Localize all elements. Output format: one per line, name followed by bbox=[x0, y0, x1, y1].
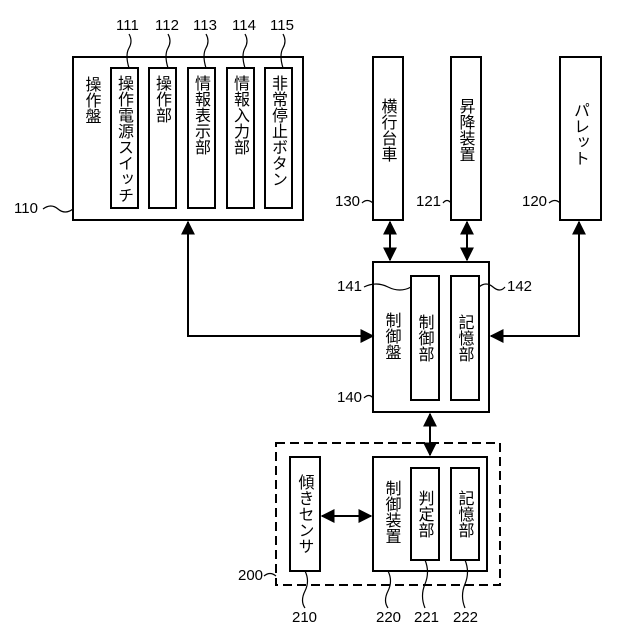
ref-112: 112 bbox=[155, 17, 179, 34]
leader-112 bbox=[166, 34, 170, 68]
emergency-stop-label: 非常停止ボタン bbox=[269, 75, 288, 187]
cd-judge-unit-label: 判定部 bbox=[416, 490, 435, 538]
leader-121 bbox=[443, 201, 451, 204]
leader-130 bbox=[362, 201, 373, 204]
ref-210: 210 bbox=[292, 609, 317, 626]
power-switch-label: 操作電源スイッチ bbox=[115, 75, 134, 203]
control-device-label: 制御装置 bbox=[383, 480, 402, 544]
ref-110: 110 bbox=[14, 200, 38, 217]
ref-130: 130 bbox=[335, 193, 360, 210]
leader-113 bbox=[204, 34, 208, 68]
leader-210 bbox=[303, 571, 308, 608]
info-input-label: 情報入力部 bbox=[231, 75, 250, 155]
control-panel-label: 制御盤 bbox=[383, 312, 402, 360]
ref-121: 121 bbox=[416, 193, 441, 210]
operation-panel-label: 操作盤 bbox=[83, 76, 102, 124]
ref-221: 221 bbox=[414, 609, 439, 626]
pallet-label: パレット bbox=[571, 102, 590, 166]
leader-114 bbox=[243, 34, 247, 68]
traverser-label: 横行台車 bbox=[379, 98, 398, 162]
leader-220 bbox=[386, 571, 391, 608]
ref-114: 114 bbox=[232, 17, 256, 34]
cp-storage-unit-label: 記憶部 bbox=[456, 314, 475, 362]
ref-222: 222 bbox=[453, 609, 478, 626]
leader-140 bbox=[364, 396, 373, 399]
lifter-label: 昇降装置 bbox=[457, 98, 476, 162]
ref-142: 142 bbox=[507, 278, 532, 295]
leader-141 bbox=[364, 284, 411, 290]
cp-control-unit-label: 制御部 bbox=[416, 314, 435, 362]
ref-140: 140 bbox=[337, 389, 362, 406]
cd-storage-unit-label: 記憶部 bbox=[456, 490, 475, 538]
ref-141: 141 bbox=[337, 278, 362, 295]
ref-111: 111 bbox=[116, 17, 139, 34]
ref-220: 220 bbox=[376, 609, 401, 626]
leader-142 bbox=[479, 284, 505, 290]
leader-111 bbox=[127, 34, 131, 68]
leader-120 bbox=[549, 201, 560, 204]
ref-200: 200 bbox=[238, 567, 263, 584]
ref-120: 120 bbox=[522, 193, 547, 210]
info-display-label: 情報表示部 bbox=[192, 75, 211, 155]
tilt-sensor-label: 傾きセンサ bbox=[296, 474, 315, 554]
ref-115: 115 bbox=[270, 17, 294, 34]
leader-200 bbox=[264, 574, 276, 577]
leader-115 bbox=[281, 34, 285, 68]
leader-110 bbox=[43, 206, 73, 212]
arrow-control-panel-to-pallet bbox=[491, 222, 579, 336]
ref-113: 113 bbox=[193, 17, 217, 34]
operation-unit-label: 操作部 bbox=[153, 75, 172, 123]
